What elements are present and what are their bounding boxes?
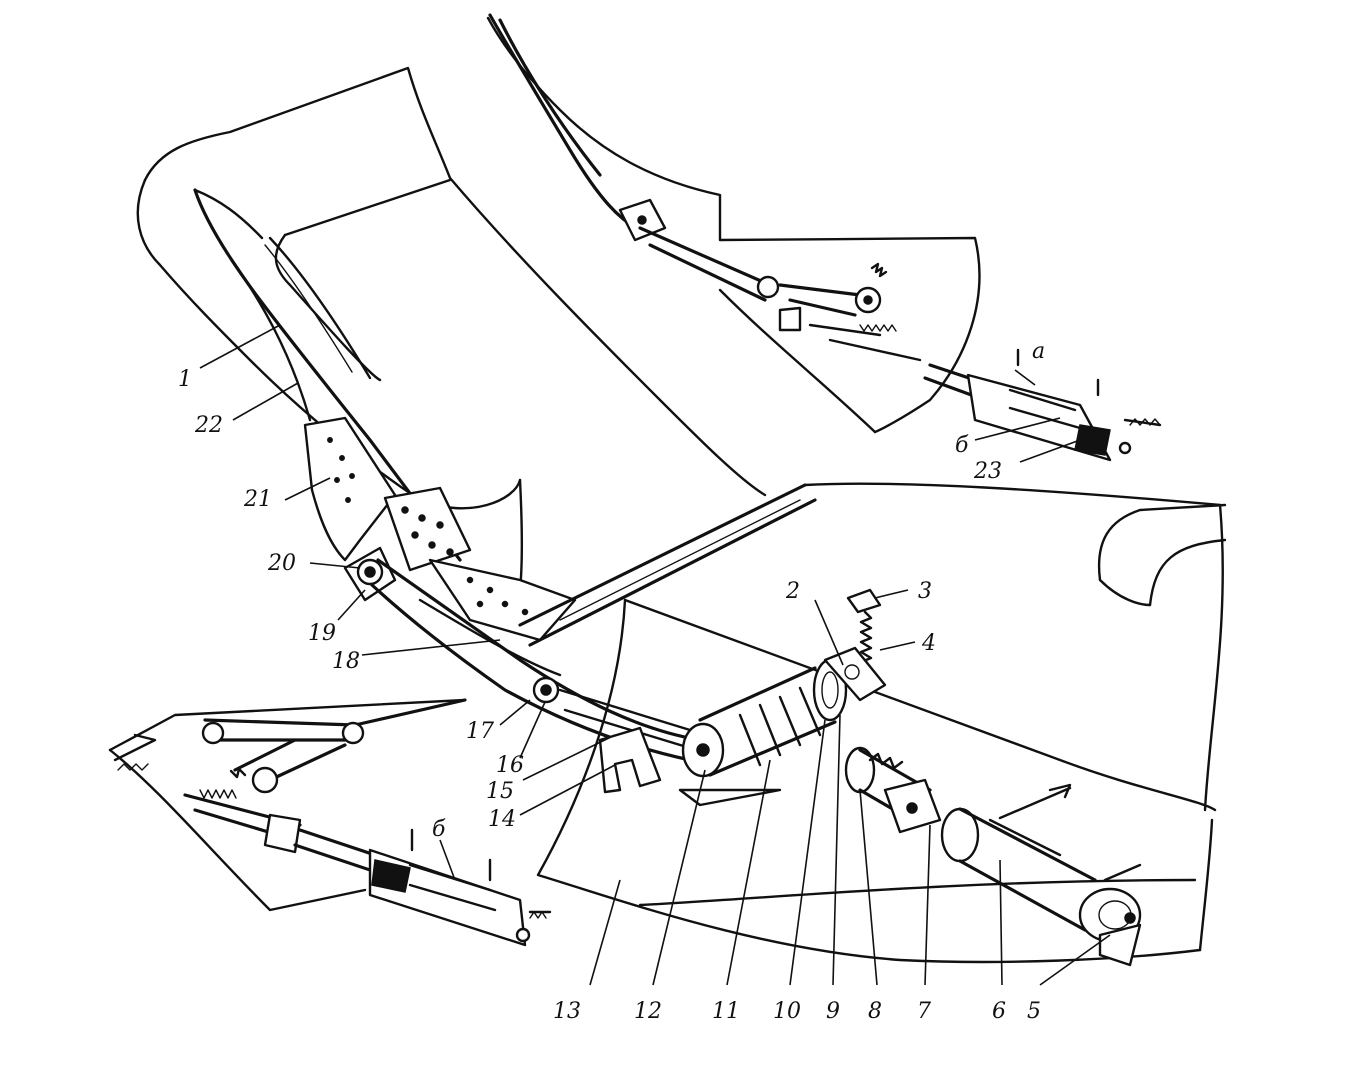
label-10: 10: [773, 999, 801, 1024]
mounting-plate: [383, 486, 577, 642]
label-b-upper: б: [955, 433, 969, 458]
housing-bump: [1097, 503, 1227, 607]
label-14: 14: [488, 807, 516, 832]
label-2: 2: [785, 579, 800, 604]
label-b-lower: б: [432, 817, 446, 842]
label-19: 19: [308, 621, 336, 646]
label-18: 18: [332, 649, 360, 674]
label-21: 21: [243, 487, 272, 512]
label-17: 17: [466, 719, 494, 744]
pivot-joint: [343, 546, 397, 602]
label-22: 22: [194, 413, 223, 438]
lower-panel: [536, 482, 1224, 964]
label-9: 9: [826, 999, 840, 1024]
bracket-21: [303, 416, 397, 562]
label-23: 23: [973, 459, 1002, 484]
label-16: 16: [496, 753, 524, 778]
label-15: 15: [486, 779, 514, 804]
label-13: 13: [553, 999, 581, 1024]
label-8: 8: [868, 999, 882, 1024]
leader-lines: [199, 324, 1111, 986]
label-6: 6: [992, 999, 1006, 1024]
label-12: 12: [634, 999, 662, 1024]
label-3: 3: [918, 579, 932, 604]
callout-labels: 1 22 21 20 19 18 17 16 15 14 13 12 11 10…: [178, 339, 1045, 1024]
label-a: а: [1032, 339, 1045, 364]
label-7: 7: [917, 999, 931, 1024]
label-20: 20: [267, 551, 296, 576]
inset-lower: [108, 698, 552, 947]
torque-shaft: [518, 483, 817, 647]
label-5: 5: [1027, 999, 1041, 1024]
link-rod: [370, 558, 702, 762]
inset-upper: [486, 13, 1162, 462]
label-11: 11: [712, 999, 740, 1024]
actuator-cylinder: [940, 783, 1142, 967]
spring-and-cap: [823, 588, 887, 702]
shaft-coupling: [844, 746, 942, 834]
label-4: 4: [921, 631, 936, 656]
lug-14: [598, 726, 662, 794]
label-1: 1: [178, 367, 192, 392]
gear-assembly: [678, 658, 848, 807]
